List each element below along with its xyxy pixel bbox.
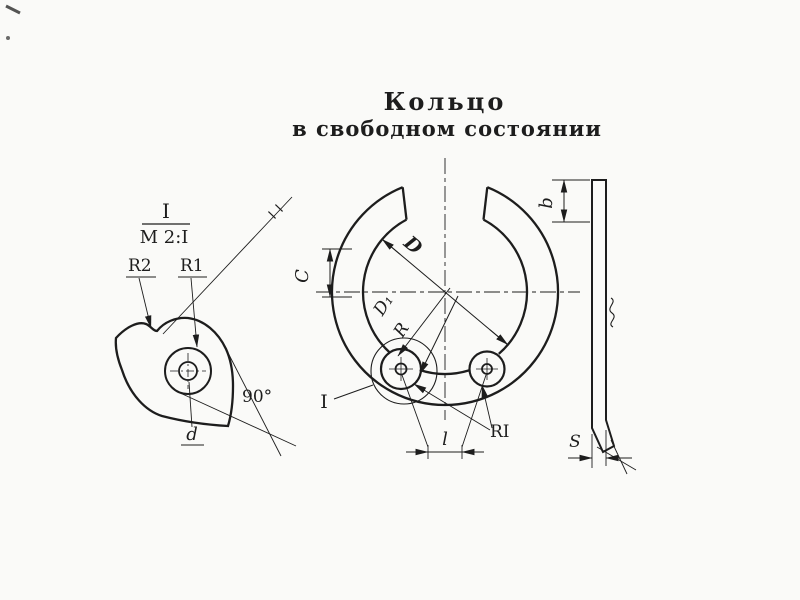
dimension-R2-detail: R2 [126,256,156,329]
ring-inner-arc-bottom [419,368,470,376]
ring-inner-arc-left [361,218,408,354]
detail-view: I М 2:I R2 R1 d 90° [114,196,297,457]
dim-d-label: d [186,424,198,445]
tip-leader-lines [596,439,637,475]
title-line-2: в свободном состоянии [292,116,602,141]
angle-90: 90° [177,344,297,457]
detail-callout: I [320,384,374,413]
angle-90-label: 90° [242,387,272,407]
dimension-R1-leaders: RI [413,383,510,442]
dim-b-label: b [536,197,557,209]
dim-S-label: S [569,432,581,452]
lug-boss-circle [164,347,212,395]
title-line-1: Кольцо [384,87,507,116]
ring-outer-arc [330,186,560,407]
dimension-d: d [181,381,204,446]
left-lug [379,347,423,391]
dim-R1-detail-label: R1 [180,256,204,276]
dimension-R: R [389,295,459,375]
dim-C-label: C [292,269,313,283]
detail-scale-label: М 2:I [140,227,189,248]
title-block: Кольцо в свободном состоянии [292,87,602,141]
dim-l-label: l [442,429,448,450]
lug-detail-outline [114,316,235,428]
dimension-l: l [401,374,487,459]
ring-side-view: b S [536,179,637,475]
inclined-leader [162,196,293,335]
dimension-R1-detail: R1 [178,256,207,348]
dim-R2-label: R2 [128,256,152,276]
dim-D1-label: D₁ [369,291,397,320]
ring-gap-end-right [482,187,489,220]
ring-gap-end-left [401,187,408,220]
dimension-C: C [292,248,352,298]
ring-inner-arc-right [482,218,529,355]
detail-boundary-circle [370,337,438,405]
detail-ref-label: I [162,199,170,223]
dimension-D1: D₁ [369,287,451,357]
dim-R1-label: RI [490,422,510,442]
dim-D-label: D [399,231,427,259]
break-symbol [609,297,615,328]
side-view-body [591,179,616,454]
right-lug [468,350,506,388]
dimension-b: b [536,179,590,223]
dimension-S: S [568,430,632,468]
scan-speckles [5,4,21,40]
detail-callout-label: I [320,391,328,413]
